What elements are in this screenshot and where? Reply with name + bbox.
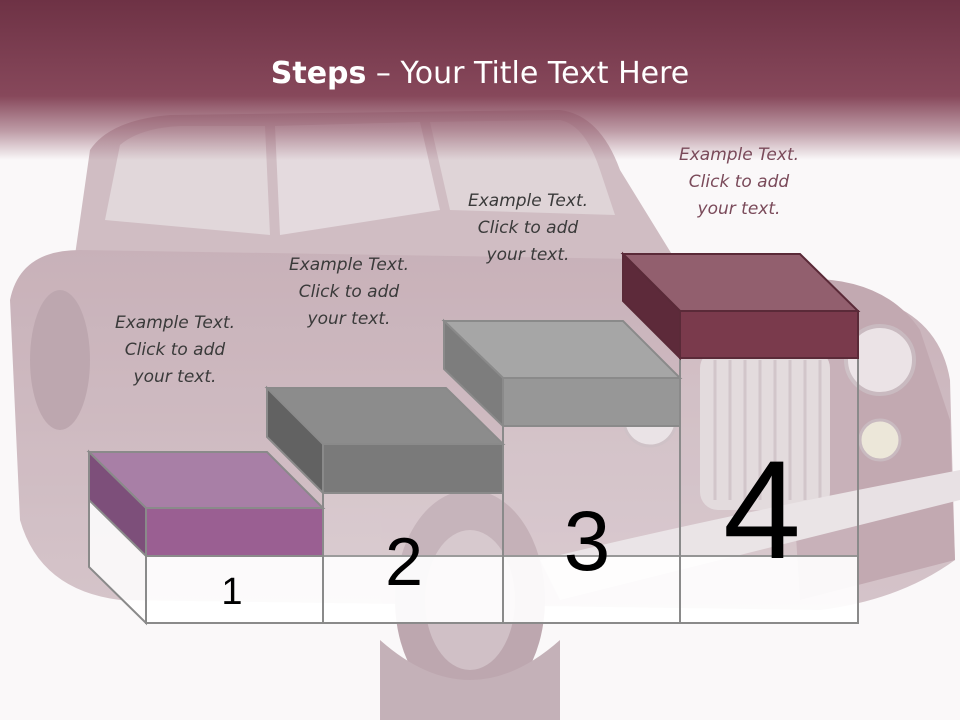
title-rest: – Your Title Text Here (366, 56, 690, 91)
block-4-front[interactable] (679, 310, 859, 359)
column-4-outline (679, 357, 859, 624)
step-2-text[interactable]: Example Text. Click to add your text. (288, 255, 410, 329)
slide-title[interactable]: Steps – Your Title Text Here (0, 52, 960, 96)
step-1-text[interactable]: Example Text. Click to add your text. (114, 313, 236, 387)
block-2-front[interactable] (322, 443, 504, 494)
step-number-2: 2 (385, 524, 423, 600)
block-1-front[interactable] (145, 507, 324, 557)
column-3-outline (502, 425, 681, 624)
step-number-3: 3 (564, 494, 611, 588)
title-bold: Steps (270, 56, 367, 91)
step-number-1: 1 (221, 571, 242, 613)
step-4-text[interactable]: Example Text. Click to add your text. (678, 145, 800, 219)
step-3-text[interactable]: Example Text. Click to add your text. (467, 191, 589, 265)
title-banner (0, 0, 960, 160)
column-2-outline (322, 492, 504, 624)
step-number-4: 4 (723, 431, 801, 588)
block-3-front[interactable] (502, 377, 681, 427)
